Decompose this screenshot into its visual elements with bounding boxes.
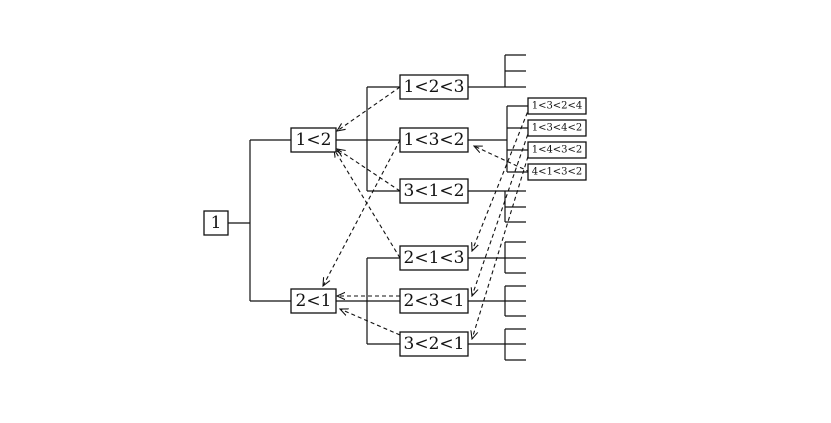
node-label: 1<3<2<4 — [532, 101, 583, 112]
node-label: 1<2 — [296, 130, 332, 150]
node-label: 2<1 — [296, 291, 332, 311]
node-1-lt-2: 1<2 — [290, 127, 337, 153]
tree-edges — [228, 54, 528, 361]
node-label: 1<3<4<2 — [532, 123, 583, 134]
node-label: 3<1<2 — [404, 181, 465, 201]
node-1-lt-4-lt-3-lt-2: 1<4<3<2 — [527, 141, 587, 159]
node-label: 4<1<3<2 — [532, 167, 583, 178]
node-label: 1<4<3<2 — [532, 145, 583, 156]
node-3-lt-2-lt-1: 3<2<1 — [399, 331, 469, 357]
node-2-lt-1-lt-3: 2<1<3 — [399, 245, 469, 271]
node-label: 3<2<1 — [404, 334, 465, 354]
node-1-lt-3-lt-2: 1<3<2 — [399, 127, 469, 153]
node-2-lt-3-lt-1: 2<3<1 — [399, 288, 469, 314]
node-label: 1<3<2 — [404, 130, 465, 150]
node-4-lt-1-lt-3-lt-2: 4<1<3<2 — [527, 163, 587, 181]
node-2-lt-1: 2<1 — [290, 288, 337, 314]
dashed-arrows — [323, 86, 531, 339]
node-root-label: 1 — [211, 213, 222, 233]
node-label: 2<1<3 — [404, 248, 465, 268]
node-label: 1<2<3 — [404, 77, 465, 97]
node-root: 1 — [203, 210, 229, 236]
node-1-lt-3-lt-4-lt-2: 1<3<4<2 — [527, 119, 587, 137]
node-3-lt-1-lt-2: 3<1<2 — [399, 178, 469, 204]
node-label: 2<3<1 — [404, 291, 465, 311]
node-1-lt-3-lt-2-lt-4: 1<3<2<4 — [527, 97, 587, 115]
node-1-lt-2-lt-3: 1<2<3 — [399, 74, 469, 100]
